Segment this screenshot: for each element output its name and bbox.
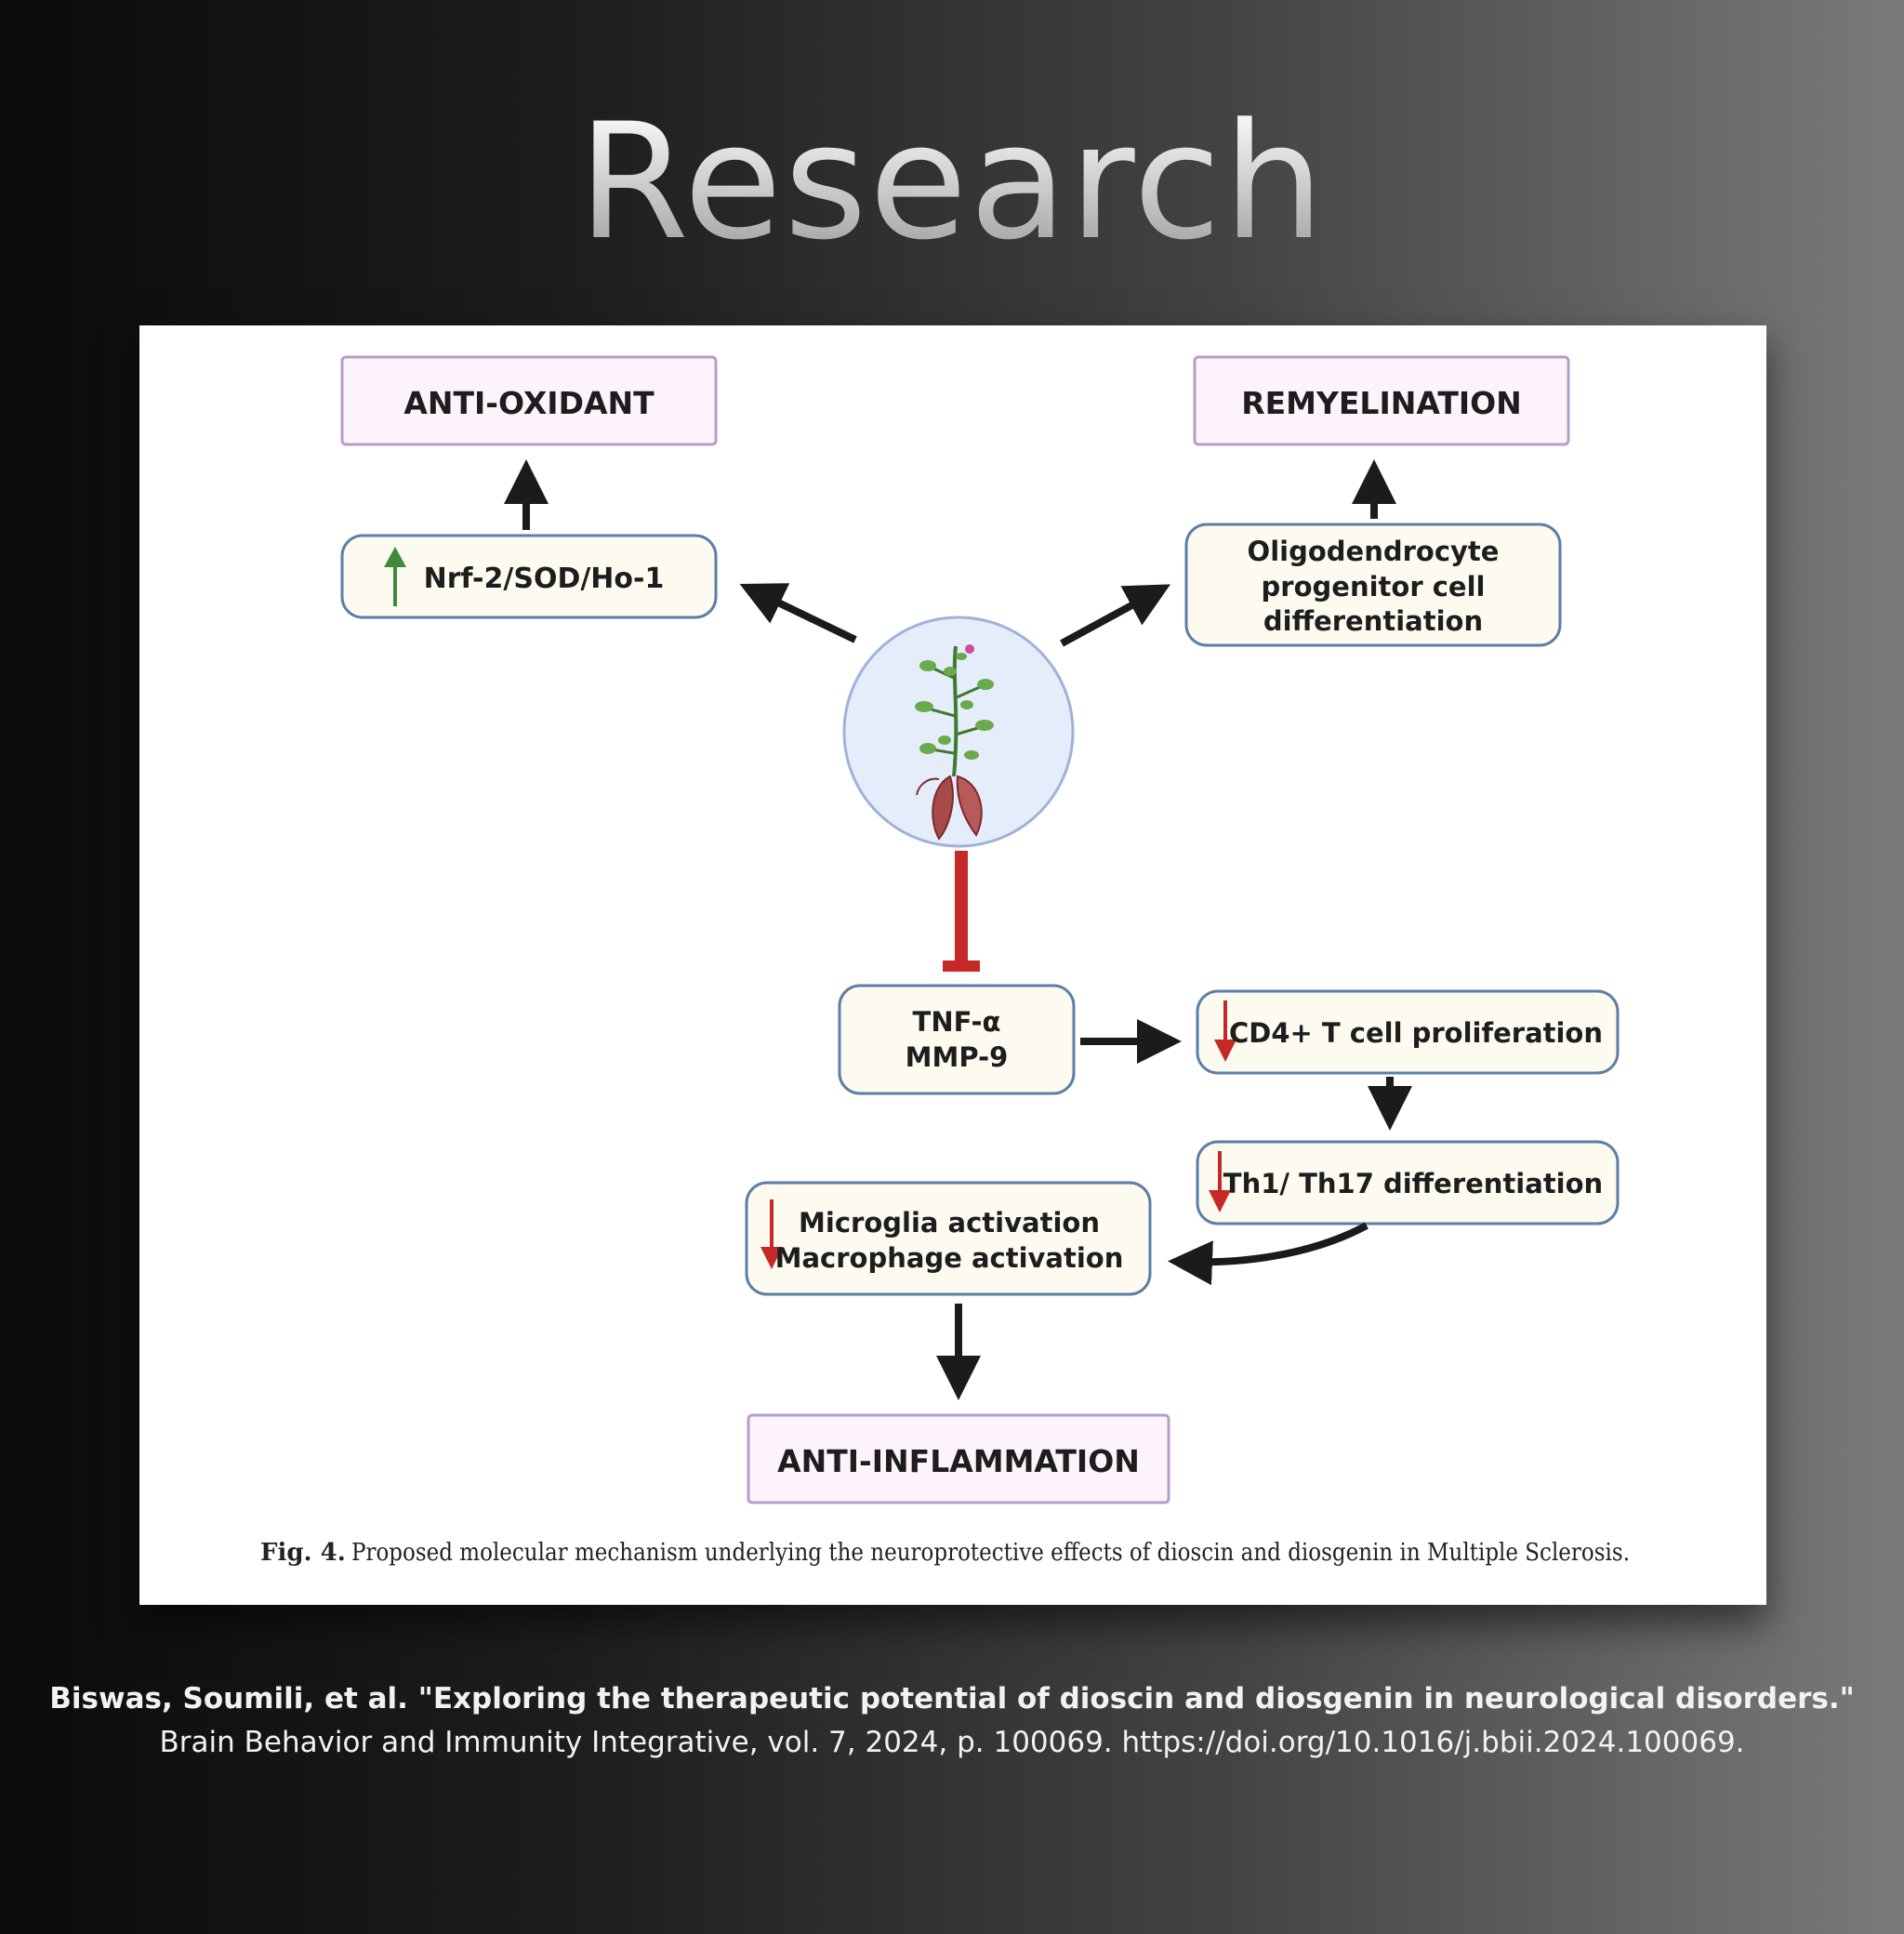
caption-text: Proposed molecular mechanism underlying … <box>351 1539 1630 1567</box>
tnf-label-line1: TNF-α <box>913 1006 1001 1038</box>
microglia-box: Microglia activation Macrophage activati… <box>745 1181 1152 1296</box>
microglia-label-line1: Microglia activation <box>799 1207 1100 1239</box>
citation: Biswas, Soumili, et al. "Exploring the t… <box>0 1677 1904 1765</box>
arrow-circle-to-opc <box>1060 584 1171 647</box>
remyelination-label: REMYELINATION <box>1241 385 1522 421</box>
plant-tuber-icon <box>842 616 1075 848</box>
anti-inflammation-box: ANTI-INFLAMMATION <box>747 1413 1170 1504</box>
figure-caption: Fig. 4. Proposed molecular mechanism und… <box>260 1539 1630 1567</box>
opc-label-line2: progenitor cell <box>1262 571 1486 603</box>
page-title: Research <box>0 102 1904 262</box>
inhibit-circle-to-tnf <box>943 851 980 972</box>
th-box: Th1/ Th17 differentiation <box>1196 1140 1620 1225</box>
figure-panel: ANTI-OXIDANT REMYELINATION ANTI-INFLAMMA… <box>139 325 1766 1605</box>
opc-label-line3: differentiation <box>1263 605 1483 637</box>
tnf-box: TNF-α MMP-9 <box>838 984 1076 1095</box>
arrow-th-to-microglia <box>1168 1222 1368 1286</box>
mechanism-diagram: ANTI-OXIDANT REMYELINATION ANTI-INFLAMMA… <box>260 355 1630 1567</box>
nrf2-box: Nrf-2/SOD/Ho-1 <box>340 534 718 619</box>
th-label: Th1/ Th17 differentiation <box>1223 1168 1603 1199</box>
cd4-label: CD4+ T cell proliferation <box>1229 1017 1603 1049</box>
opc-label-line1: Oligodendrocyte <box>1248 536 1500 567</box>
anti-inflammation-label: ANTI-INFLAMMATION <box>777 1443 1140 1479</box>
caption-label: Fig. 4. <box>260 1539 346 1567</box>
anti-oxidant-box: ANTI-OXIDANT <box>340 355 718 446</box>
microglia-label-line2: Macrophage activation <box>775 1242 1124 1274</box>
up-arrow-icon <box>384 547 406 606</box>
tnf-label-line2: MMP-9 <box>906 1041 1009 1073</box>
remyelination-box: REMYELINATION <box>1193 355 1570 446</box>
citation-line2: Brain Behavior and Immunity Integrative,… <box>159 1726 1745 1759</box>
opc-box: Oligodendrocyte progenitor cell differen… <box>1184 523 1562 647</box>
cd4-box: CD4+ T cell proliferation <box>1196 989 1620 1075</box>
down-arrow-icon <box>1209 1151 1231 1212</box>
down-arrow-icon <box>760 1199 783 1269</box>
anti-oxidant-label: ANTI-OXIDANT <box>403 385 654 421</box>
down-arrow-icon <box>1214 1000 1236 1062</box>
citation-line1: Biswas, Soumili, et al. "Exploring the t… <box>49 1682 1855 1715</box>
nrf2-label: Nrf-2/SOD/Ho-1 <box>424 563 665 595</box>
arrow-circle-to-nrf2 <box>739 583 857 643</box>
